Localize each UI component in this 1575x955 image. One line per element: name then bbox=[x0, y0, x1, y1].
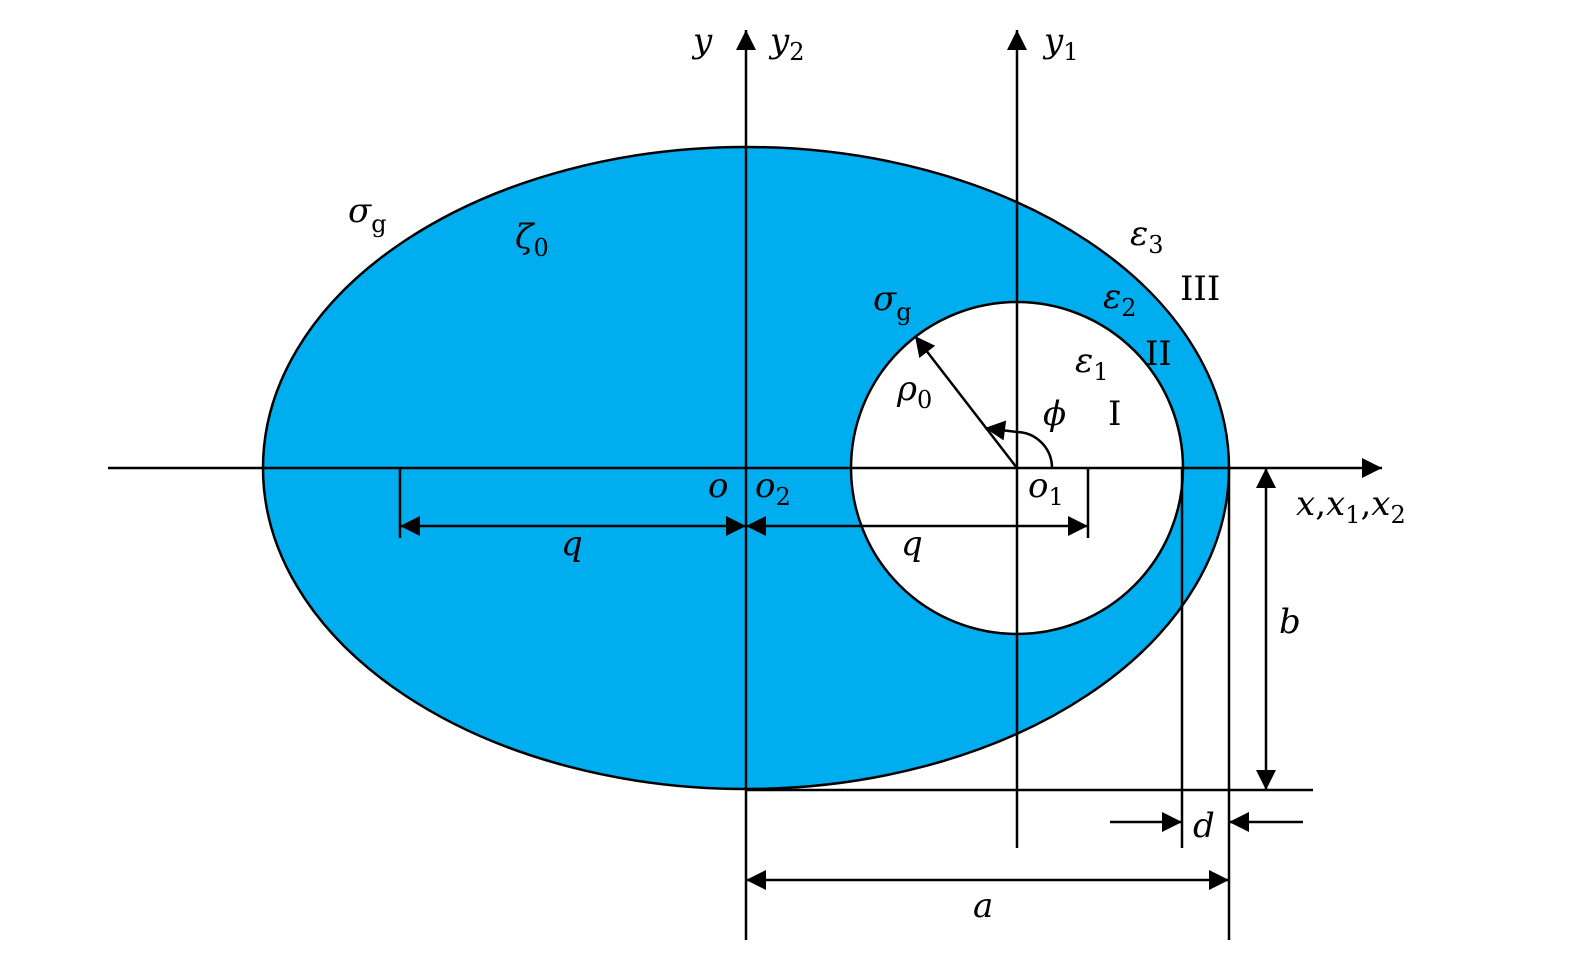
label-sigma-outer: σg bbox=[348, 191, 387, 238]
label-part: x bbox=[1371, 484, 1390, 524]
label-sigma-inner: σg bbox=[873, 279, 912, 326]
label-q-right: q bbox=[901, 524, 923, 564]
rho-arrow bbox=[914, 335, 1018, 469]
label-eps3: ε3 bbox=[1130, 214, 1164, 259]
label-y2: y2 bbox=[768, 21, 805, 66]
label-rho0: ρ0 bbox=[896, 369, 932, 414]
label-part: 1 bbox=[1345, 501, 1360, 529]
label-part: ζ bbox=[515, 217, 536, 257]
label-eps1: ε1 bbox=[1075, 341, 1109, 386]
label-part: o bbox=[1028, 466, 1048, 506]
label-part: y bbox=[691, 21, 713, 61]
label-part: 1 bbox=[1048, 483, 1063, 511]
label-part: , bbox=[1360, 484, 1371, 524]
label-part: 1 bbox=[1093, 358, 1108, 386]
label-part: g bbox=[896, 298, 911, 326]
label-part: x bbox=[1326, 484, 1345, 524]
label-o2: o2 bbox=[755, 466, 791, 511]
label-part: 2 bbox=[1121, 294, 1136, 322]
region-III: III bbox=[1180, 269, 1220, 309]
label-part: o bbox=[708, 466, 728, 506]
label-x-axes: x,x1,x2 bbox=[1296, 484, 1406, 529]
label-part: 0 bbox=[917, 386, 932, 414]
label-part: 0 bbox=[533, 234, 548, 262]
label-part: x bbox=[1296, 484, 1315, 524]
label-o: o bbox=[708, 466, 728, 506]
label-part: 2 bbox=[789, 38, 804, 66]
phi-arc bbox=[984, 420, 1054, 469]
label-part: 1 bbox=[1063, 38, 1078, 66]
label-y: y bbox=[691, 21, 713, 61]
label-y1: y1 bbox=[1042, 21, 1079, 66]
label-part: ρ bbox=[896, 369, 917, 409]
label-part: 2 bbox=[1390, 501, 1405, 529]
label-part: g bbox=[371, 210, 386, 238]
label-part: , bbox=[1315, 484, 1326, 524]
label-b: b bbox=[1279, 602, 1301, 642]
label-part: o bbox=[755, 466, 775, 506]
label-part: ε bbox=[1075, 341, 1093, 381]
label-o1: o1 bbox=[1028, 466, 1064, 511]
label-q-left: q bbox=[561, 524, 583, 564]
label-part: y bbox=[768, 21, 790, 61]
label-phi: ϕ bbox=[1043, 394, 1066, 434]
label-part: ϕ bbox=[1043, 394, 1066, 434]
label-part: ε bbox=[1103, 277, 1121, 317]
label-part: σ bbox=[348, 191, 372, 231]
label-a: a bbox=[973, 886, 993, 926]
region-II: II bbox=[1145, 334, 1172, 374]
label-eps2: ε2 bbox=[1103, 277, 1137, 322]
label-part: ε bbox=[1130, 214, 1148, 254]
region-I: I bbox=[1108, 394, 1121, 434]
label-part: σ bbox=[873, 279, 897, 319]
label-zeta0: ζ0 bbox=[515, 217, 549, 262]
label-part: 3 bbox=[1148, 231, 1163, 259]
label-part: 2 bbox=[775, 483, 790, 511]
label-d: d bbox=[1193, 806, 1215, 846]
label-part: y bbox=[1042, 21, 1064, 61]
